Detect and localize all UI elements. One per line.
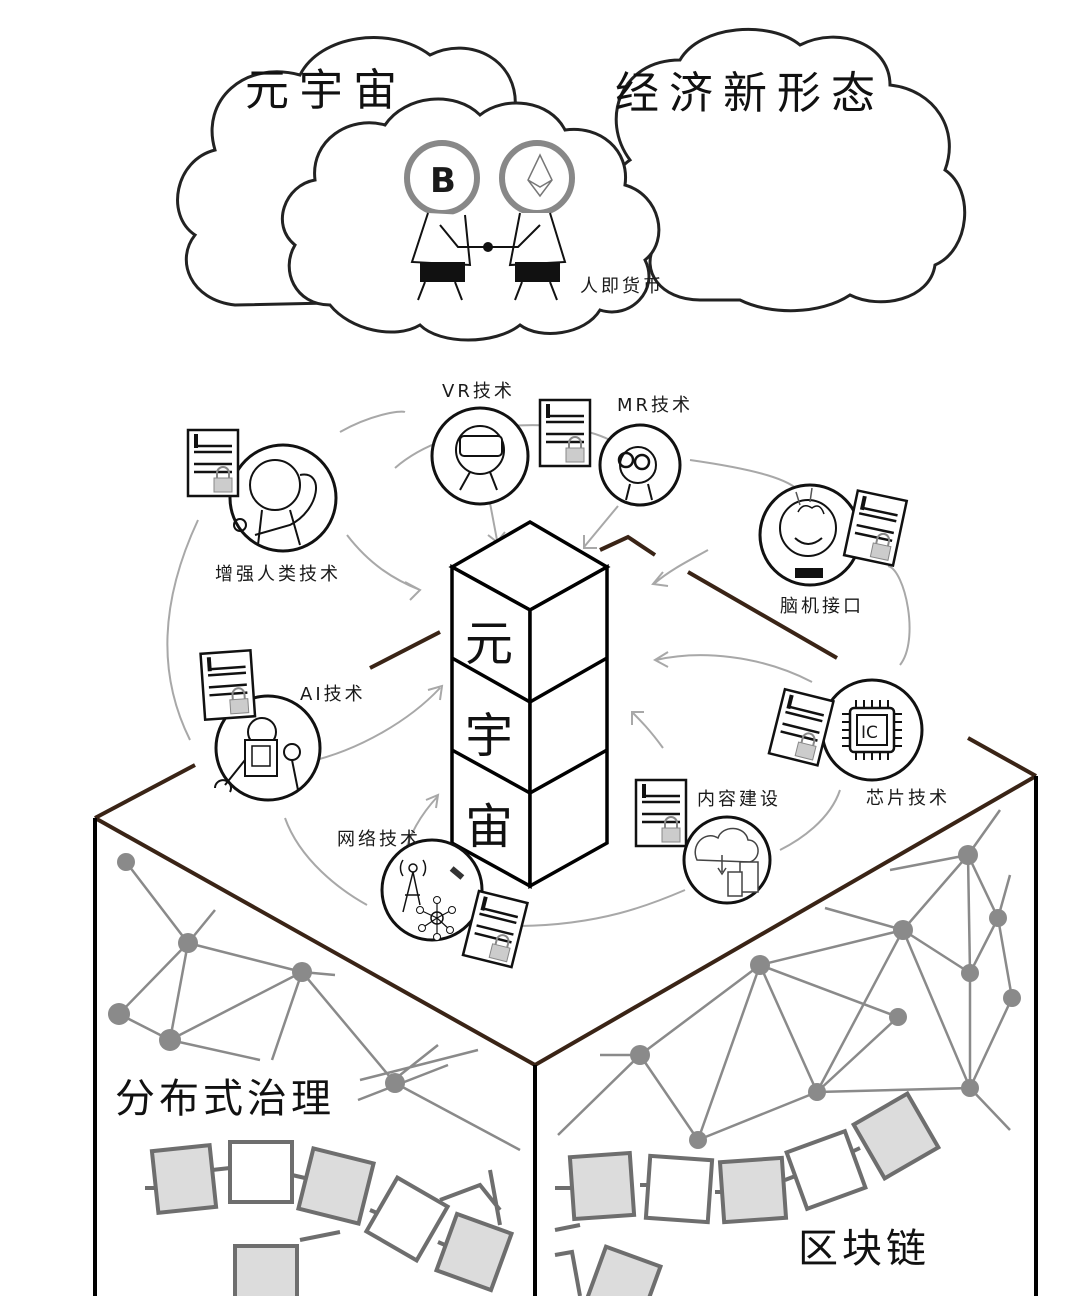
vr-headset-icon: [455, 425, 505, 491]
tech-label-bci: 脑机接口: [780, 596, 864, 617]
cloud-city-icon: [694, 827, 759, 897]
platform-top-edges: [94, 534, 1037, 1067]
metaverse-tower: 元 宇 宙: [448, 519, 611, 889]
tech-node-augmented-human: 增强人类技术: [215, 443, 341, 585]
tech-label-mr: MR技术: [617, 395, 693, 416]
tech-node-vr: VR技术: [430, 381, 530, 506]
ethereum-icon: [527, 153, 553, 198]
label-blockchain: 区块链: [798, 1226, 930, 1272]
tech-label-content: 内容建设: [697, 789, 781, 810]
platform-vertical-edges: [93, 776, 1038, 1296]
antenna-network-icon: [399, 859, 465, 941]
chip-text: IC: [861, 723, 878, 743]
brain-interface-icon: [779, 487, 837, 578]
cloud-title-economy: 经济新形态: [615, 68, 885, 119]
document-lock-icon: [842, 489, 908, 567]
bitcoin-character: B: [404, 140, 488, 301]
network-graph-right: [557, 809, 1021, 1149]
document-lock-icon: [186, 428, 240, 498]
tech-node-bci: 脑机接口: [758, 483, 864, 617]
tech-node-network: 网络技术: [337, 829, 484, 942]
blockchain-blocks-left: [145, 1140, 515, 1296]
flow-arrows: [166, 410, 911, 927]
tech-label-chip: 芯片技术: [866, 788, 950, 809]
document-lock-icon: [634, 778, 688, 848]
label-distributed-governance: 分布式治理: [115, 1076, 335, 1122]
tech-label-ai: AI技术: [300, 684, 366, 705]
blockchain-blocks-right: [554, 1090, 942, 1296]
tech-node-content: 内容建设: [682, 789, 781, 905]
tech-node-ai: AI技术: [214, 684, 366, 802]
ethereum-character: [483, 140, 575, 301]
tech-label-augmented-human: 增强人类技术: [215, 564, 341, 585]
tech-node-chip: IC 芯片技术: [820, 678, 950, 809]
cloud-title-metaverse: 元宇宙: [245, 65, 407, 116]
cyborg-arm-icon: [233, 459, 317, 546]
mr-glasses-icon: [617, 446, 657, 501]
tower-char-yuan: 元: [465, 616, 513, 672]
caption-people-as-currency: 人即货币: [580, 276, 664, 297]
handshake-icon: [483, 242, 493, 252]
satellite-icon: [449, 866, 465, 880]
document-lock-icon: [538, 398, 592, 468]
tower-char-zhou: 宙: [465, 799, 513, 855]
cloud-currency: [280, 97, 661, 342]
document-lock-icon: [199, 649, 257, 721]
tech-label-vr: VR技术: [442, 381, 515, 402]
ic-chip-icon: IC: [842, 700, 902, 760]
tech-node-mr: MR技术: [598, 395, 693, 507]
document-lock-icon: [767, 687, 835, 767]
robot-icon: [214, 717, 301, 793]
network-graph-left: [108, 853, 521, 1152]
tower-char-yu: 宇: [465, 708, 513, 764]
tech-label-network: 网络技术: [337, 829, 421, 850]
bitcoin-icon: B: [430, 161, 456, 201]
